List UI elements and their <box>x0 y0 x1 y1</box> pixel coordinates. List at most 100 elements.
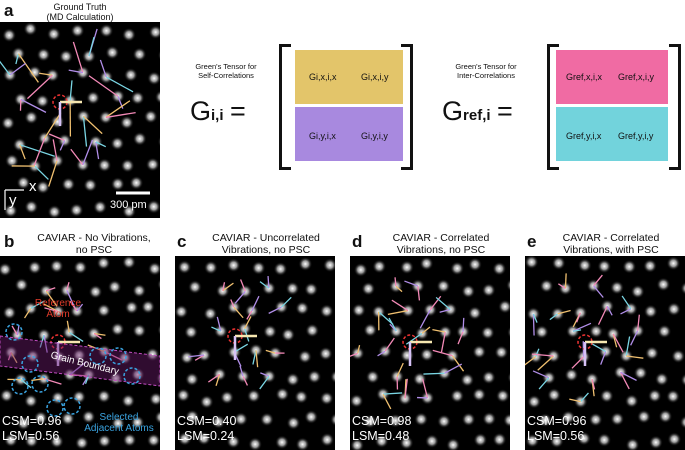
atom-spot <box>588 412 603 427</box>
correlation-arrow <box>10 352 18 364</box>
atom-spot <box>467 306 482 321</box>
correlation-arrow <box>432 349 453 357</box>
self-tensor-left-bracket <box>279 44 291 170</box>
atom-spot <box>643 258 658 273</box>
atom-spot <box>83 178 98 193</box>
atom-spot <box>203 260 218 275</box>
atom-spot <box>525 256 539 270</box>
correlation-arrow <box>30 300 45 310</box>
correlation-arrow <box>34 165 49 180</box>
atom-spot <box>132 323 147 338</box>
inter-tensor-label: Green's Tensor for Inter-Correlations <box>455 62 517 80</box>
caviar-b-atoms <box>0 256 160 450</box>
correlation-arrow <box>612 333 624 353</box>
atom-spot <box>70 23 85 38</box>
correlation-arrow <box>17 53 39 83</box>
atom-spot <box>350 438 365 450</box>
correlation-arrow <box>88 36 95 57</box>
correlation-arrow <box>432 329 446 333</box>
atom-spot <box>450 261 465 276</box>
correlation-arrow <box>39 72 53 76</box>
inter-tensor-row-y: Gref,y,i,x Gref,y,i,y <box>556 107 668 161</box>
atom-spot <box>397 391 412 406</box>
atom-spot <box>507 326 510 339</box>
correlation-arrow <box>44 112 62 139</box>
panel-letter-e: e <box>527 232 537 251</box>
correlation-arrow <box>593 285 604 298</box>
atom-spot <box>259 412 274 427</box>
correlation-arrow <box>69 361 88 376</box>
atom-spot <box>179 350 194 365</box>
atom-spot <box>319 304 334 319</box>
correlation-arrow <box>259 375 270 390</box>
atom-spot <box>461 284 476 299</box>
correlation-arrow <box>104 350 123 361</box>
atom-spot <box>96 389 111 404</box>
correlation-arrow <box>439 308 451 313</box>
atom-spot <box>295 301 310 316</box>
atom-spot <box>23 393 38 408</box>
atom-spot <box>130 367 145 382</box>
correlation-arrow <box>558 283 566 289</box>
correlation-arrow <box>564 273 567 289</box>
atom-spot <box>24 199 39 214</box>
atom-spot <box>539 278 554 293</box>
atom-spot <box>636 409 651 424</box>
atom-spot <box>419 347 434 362</box>
correlation-arrow <box>462 317 465 332</box>
correlation-arrow <box>215 374 221 387</box>
atom-spot <box>275 435 290 450</box>
self-tensor-symbol: Gi,i = <box>190 96 246 126</box>
atom-spot <box>81 367 96 382</box>
correlation-arrow <box>580 392 589 403</box>
correlation-arrow <box>16 325 20 336</box>
atom-spot <box>49 434 64 449</box>
correlation-arrow <box>537 355 554 371</box>
atom-spot <box>99 23 114 38</box>
atom-spot <box>304 409 319 424</box>
atom-spot <box>211 414 226 429</box>
atom-spot <box>73 260 88 275</box>
self-tensor-cell-yx: Gi,y,i,x <box>309 131 336 141</box>
inter-tensor-cell-xy: Gref,x,i,y <box>618 72 655 82</box>
atom-spot <box>275 387 290 402</box>
atom-spot <box>525 433 540 448</box>
correlation-arrow <box>23 308 32 319</box>
atom-spot <box>481 283 496 298</box>
atom-spot <box>184 372 199 387</box>
axis-y-label: y <box>9 192 17 209</box>
correlation-arrow <box>76 303 84 312</box>
correlation-arrow <box>395 285 403 293</box>
atom-spot <box>680 281 685 295</box>
atom-spot <box>399 260 414 275</box>
atom-spot <box>61 177 76 192</box>
atom-spot <box>667 432 682 447</box>
correlation-arrow <box>259 281 270 289</box>
atom-spot <box>16 416 31 431</box>
correlation-arrow <box>382 392 403 395</box>
atom-spot <box>481 370 496 385</box>
atom-spot <box>281 327 296 342</box>
atom-spot <box>599 388 614 403</box>
atom-spot <box>37 371 52 386</box>
atom-spot <box>110 136 125 151</box>
atom-spot <box>233 412 248 427</box>
correlation-arrow <box>387 309 409 316</box>
atom-spot <box>526 306 541 321</box>
atom-spot <box>658 409 673 424</box>
correlation-arrow <box>535 348 540 357</box>
correlation-arrow <box>280 296 292 308</box>
atom-spot <box>333 285 335 294</box>
atom-spot <box>446 437 461 450</box>
atom-spot <box>503 413 510 428</box>
correlation-arrow <box>252 350 257 365</box>
panel-b-csm: CSM=0.96 <box>2 414 62 428</box>
ground-truth-image <box>0 22 160 218</box>
atom-spot <box>251 260 266 275</box>
panel-b-title: CAVIAR - No Vibrations, no PSC <box>37 232 151 256</box>
correlation-arrow <box>255 350 259 368</box>
atom-spot <box>117 350 132 365</box>
panel-c-lsm: LSM=0.24 <box>177 429 235 443</box>
atom-spot <box>147 261 160 276</box>
atom-spot <box>27 260 42 275</box>
